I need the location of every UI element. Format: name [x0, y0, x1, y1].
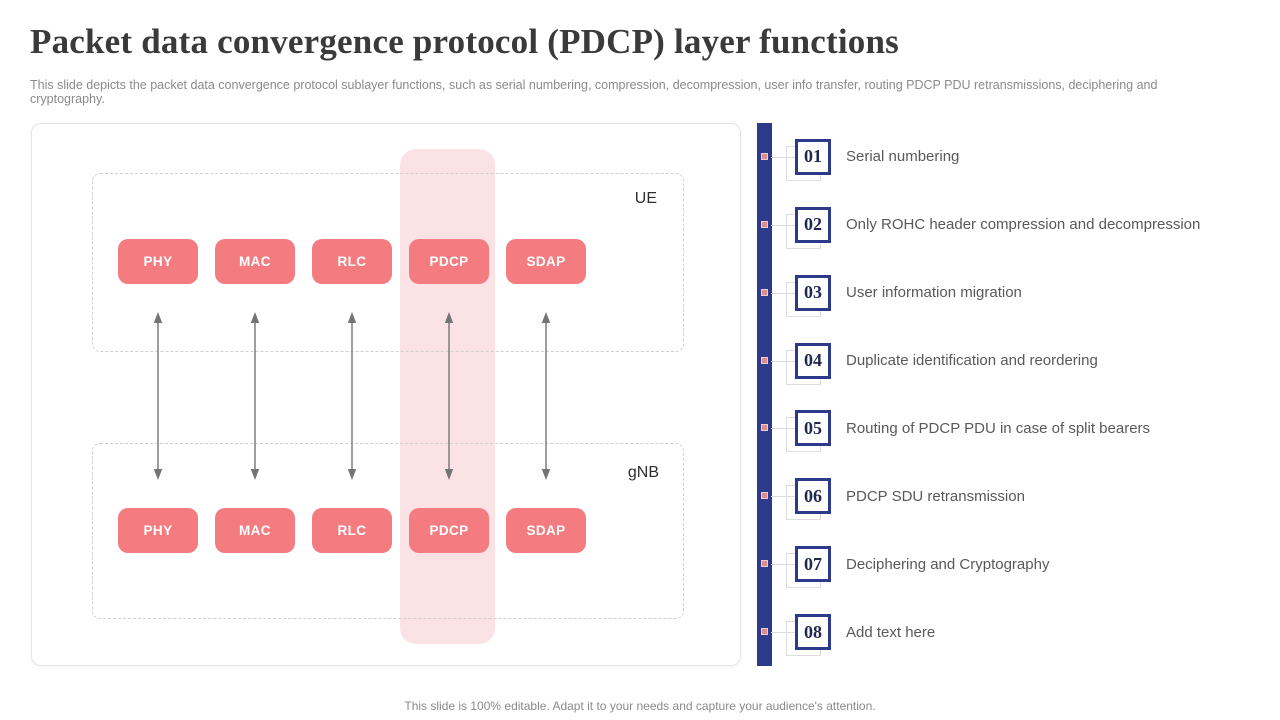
double-arrow-icon — [250, 312, 260, 480]
number-box-wrap: 01 — [786, 138, 831, 181]
number-box-wrap: 08 — [786, 614, 831, 657]
layer-box-pdcp: PDCP — [409, 239, 489, 284]
accent-bar — [757, 123, 772, 666]
bar-marker-square-icon — [761, 152, 768, 160]
layer-box-phy: PHY — [118, 508, 198, 553]
number-box-wrap: 05 — [786, 410, 831, 453]
slide-subtitle: This slide depicts the packet data conve… — [30, 78, 1158, 106]
bar-marker-square-icon — [761, 424, 768, 432]
ue-label: UE — [634, 190, 657, 207]
layer-box-sdap: SDAP — [506, 239, 586, 284]
connector-line — [771, 360, 797, 362]
function-list-item: 02 Only ROHC header compression and deco… — [757, 206, 1262, 249]
bar-marker-square-icon — [761, 220, 768, 228]
function-number: 08 — [795, 614, 831, 651]
function-list-item: 06 PDCP SDU retransmission — [757, 478, 1262, 521]
layer-box-sdap: SDAP — [506, 508, 586, 553]
footer-note: This slide is 100% editable. Adapt it to… — [404, 699, 876, 713]
layer-box-pdcp: PDCP — [409, 508, 489, 553]
function-label: Serial numbering — [846, 148, 960, 166]
function-label: Duplicate identification and reordering — [846, 352, 1098, 370]
function-number: 04 — [795, 342, 831, 379]
function-number: 06 — [795, 478, 831, 515]
function-label: Only ROHC header compression and decompr… — [846, 216, 1201, 234]
function-number: 07 — [795, 546, 831, 583]
layer-box-rlc: RLC — [312, 239, 392, 284]
pdcp-highlight-column — [400, 149, 495, 644]
function-label: User information migration — [846, 284, 1022, 302]
connector-line — [771, 292, 797, 294]
gnb-layer-row: PHY MAC RLC PDCP SDAP — [118, 508, 586, 553]
function-list-item: 04 Duplicate identification and reorderi… — [757, 342, 1262, 385]
bar-marker-square-icon — [761, 356, 768, 364]
double-arrow-icon — [153, 312, 163, 480]
number-box-wrap: 03 — [786, 274, 831, 317]
function-number: 05 — [795, 410, 831, 447]
functions-list: 01 Serial numbering 02 Only ROHC header … — [757, 123, 1262, 666]
function-list-item: 03 User information migration — [757, 274, 1262, 317]
function-list-item: 05 Routing of PDCP PDU in case of split … — [757, 410, 1262, 453]
number-box-wrap: 06 — [786, 478, 831, 521]
connector-line — [771, 156, 797, 158]
double-arrow-icon — [347, 312, 357, 480]
number-box-wrap: 07 — [786, 546, 831, 589]
function-list-item: 01 Serial numbering — [757, 138, 1262, 181]
bar-marker-square-icon — [761, 492, 768, 500]
connector-line — [771, 224, 797, 226]
connector-line — [771, 496, 797, 498]
function-number: 01 — [795, 138, 831, 175]
layer-box-rlc: RLC — [312, 508, 392, 553]
function-label: Add text here — [846, 623, 936, 641]
bar-marker-square-icon — [761, 628, 768, 636]
function-list-item: 07 Deciphering and Cryptography — [757, 546, 1262, 589]
slide-title: Packet data convergence protocol (PDCP) … — [30, 22, 899, 61]
protocol-stack-diagram-card: UE gNB PHY MAC RLC PDCP SDAP PHY MAC RLC PDCP SD… — [31, 123, 741, 666]
number-box-wrap: 02 — [786, 206, 831, 249]
number-box-wrap: 04 — [786, 342, 831, 385]
ue-group-box: UE — [92, 173, 684, 352]
function-number: 02 — [795, 206, 831, 243]
layer-box-mac: MAC — [215, 239, 295, 284]
layer-box-phy: PHY — [118, 239, 198, 284]
bar-marker-square-icon — [761, 560, 768, 568]
gnb-label: gNB — [627, 464, 659, 481]
double-arrow-icon — [444, 312, 454, 480]
connector-line — [771, 564, 797, 566]
function-label: Deciphering and Cryptography — [846, 555, 1050, 573]
function-label: Routing of PDCP PDU in case of split bea… — [846, 419, 1151, 437]
connector-line — [771, 632, 797, 634]
function-label: PDCP SDU retransmission — [846, 487, 1025, 505]
ue-layer-row: PHY MAC RLC PDCP SDAP — [118, 239, 586, 284]
gnb-group-box: gNB — [92, 443, 684, 619]
double-arrow-icon — [541, 312, 551, 480]
function-list-item: 08 Add text here — [757, 614, 1262, 657]
bar-marker-square-icon — [761, 288, 768, 296]
connector-line — [771, 428, 797, 430]
layer-box-mac: MAC — [215, 508, 295, 553]
function-number: 03 — [795, 274, 831, 311]
